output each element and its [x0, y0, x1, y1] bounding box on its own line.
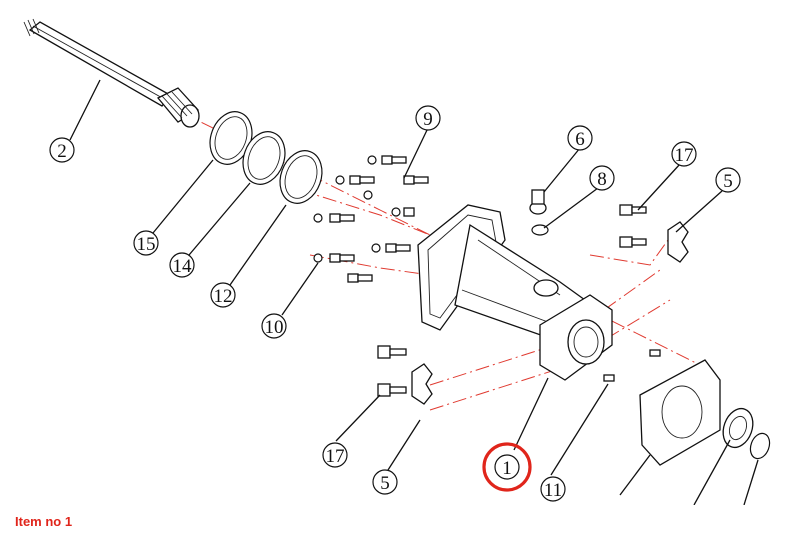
callout-label: 5: [723, 171, 733, 192]
callout-5-lower: 5: [372, 469, 398, 495]
callout-17-upper: 17: [671, 141, 697, 167]
callout-10: 10: [261, 313, 287, 339]
callout-label: 5: [380, 473, 390, 494]
callout-11: 11: [540, 476, 566, 502]
callout-label: 14: [173, 256, 193, 277]
callout-label: 1: [502, 458, 512, 479]
callout-label: 17: [675, 145, 694, 166]
seal-rings: [209, 111, 323, 204]
callout-6: 6: [567, 125, 593, 151]
callout-14: 14: [169, 252, 195, 278]
callout-5-upper: 5: [715, 167, 741, 193]
callout-label: 2: [57, 141, 67, 162]
callout-1: 1: [482, 442, 532, 492]
exploded-parts-diagram: 2 15 14 12 10 9 6 8 17 5 17 5 1 11: [23, 18, 771, 505]
callout-2: 2: [49, 137, 75, 163]
item-caption: Item no 1: [15, 514, 73, 529]
callout-17-lower: 17: [322, 442, 348, 468]
axle-shaft: [23, 18, 200, 128]
callout-9: 9: [415, 105, 441, 131]
callout-label: 15: [137, 234, 156, 255]
callout-label: 12: [214, 286, 233, 307]
bolt-set-right: [603, 204, 689, 382]
callout-label: 17: [326, 446, 345, 467]
callout-15: 15: [133, 230, 159, 256]
axle-housing: [417, 189, 613, 381]
callout-12: 12: [210, 282, 236, 308]
callout-label: 9: [423, 109, 433, 130]
leader-lines: [69, 79, 759, 505]
callout-8: 8: [589, 165, 615, 191]
callout-label: 10: [265, 317, 284, 338]
callout-label: 8: [597, 169, 607, 190]
gasket-seal-group: [639, 359, 771, 466]
bolt-set-left: [313, 155, 429, 283]
callout-label: 11: [544, 480, 562, 501]
bolt-set-lower: [377, 345, 433, 405]
callout-label: 6: [575, 129, 585, 150]
